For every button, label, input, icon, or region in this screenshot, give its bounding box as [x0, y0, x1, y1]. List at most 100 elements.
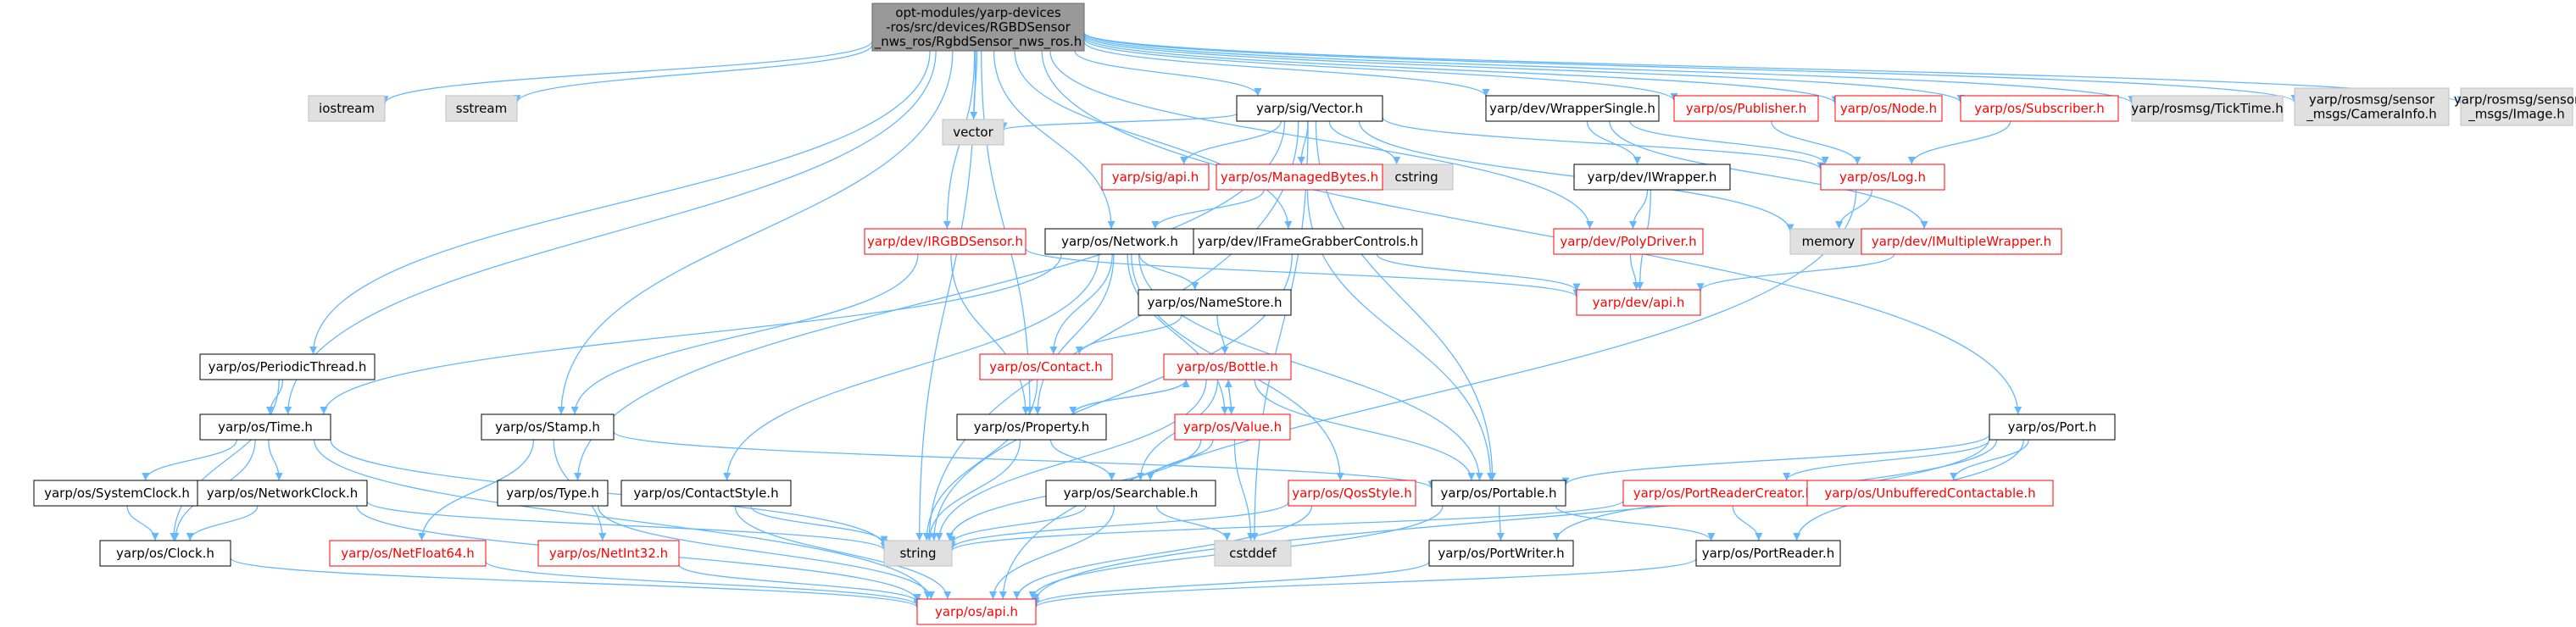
node-box-subscriber [1960, 95, 2119, 122]
edge-root-to-network [993, 50, 1116, 230]
node-box-cstddef [1214, 540, 1292, 567]
edge-root-to-subscriber [1083, 35, 1965, 103]
node-label-camerainfo: _msgs/CameraInfo.h [2306, 106, 2437, 122]
node-log[interactable]: yarp/os/Log.h [1820, 164, 1945, 191]
edge-network-to-contact [1049, 253, 1113, 355]
node-searchable[interactable]: yarp/os/Searchable.h [1045, 480, 1216, 507]
node-time[interactable]: yarp/os/Time.h [199, 413, 331, 441]
node-box-clock [99, 540, 231, 567]
node-netfloat64[interactable]: yarp/os/NetFloat64.h [329, 540, 487, 567]
node-box-iframegrabber [1193, 228, 1423, 255]
node-label-networkclock: yarp/os/NetworkClock.h [207, 486, 359, 501]
node-wrappersingle[interactable]: yarp/dev/WrapperSingle.h [1485, 95, 1660, 122]
node-box-bottle [1163, 353, 1292, 380]
node-polydriver[interactable]: yarp/dev/PolyDriver.h [1553, 228, 1704, 255]
node-sigvector[interactable]: yarp/sig/Vector.h [1236, 95, 1383, 122]
node-portable[interactable]: yarp/os/Portable.h [1431, 480, 1566, 507]
node-unbuffered[interactable]: yarp/os/UnbufferedContactable.h [1806, 480, 2054, 507]
edge-periodicthread-to-clock [170, 379, 280, 541]
edge-namestore-to-contact [1075, 314, 1182, 355]
edge-bottle-to-string [935, 379, 1207, 541]
node-label-managedbytes: yarp/os/ManagedBytes.h [1221, 169, 1378, 185]
edge-iwrapper-to-polydriver [1629, 189, 1649, 230]
node-bottle[interactable]: yarp/os/Bottle.h [1163, 353, 1292, 380]
node-qosstyle[interactable]: yarp/os/QosStyle.h [1288, 480, 1416, 507]
edge-contact-to-string [922, 379, 1038, 541]
node-box-portable [1431, 480, 1566, 507]
node-label-root: opt-modules/yarp-devices [895, 5, 1061, 20]
node-port[interactable]: yarp/os/Port.h [1989, 413, 2116, 441]
node-portreadercreator[interactable]: yarp/os/PortReaderCreator.h [1622, 480, 1824, 507]
node-label-port: yarp/os/Port.h [2008, 419, 2097, 435]
node-box-contactstyle [620, 480, 792, 507]
node-systemclock[interactable]: yarp/os/SystemClock.h [33, 480, 201, 507]
node-box-systemclock [33, 480, 201, 507]
node-netint32[interactable]: yarp/os/NetInt32.h [537, 540, 680, 567]
edge-root-to-polydriver [1049, 50, 1594, 230]
node-box-networkclock [197, 480, 368, 507]
edge-periodicthread-to-time [266, 379, 284, 415]
node-label-systemclock: yarp/os/SystemClock.h [44, 486, 190, 501]
node-subscriber[interactable]: yarp/os/Subscriber.h [1960, 95, 2119, 122]
node-clock[interactable]: yarp/os/Clock.h [99, 540, 231, 567]
node-sigapi[interactable]: yarp/sig/api.h [1101, 164, 1210, 191]
node-image: yarp/rosmsg/sensor_msgs/Image.h [2454, 87, 2576, 126]
edge-value-to-searchable [1146, 439, 1214, 481]
node-type[interactable]: yarp/os/Type.h [497, 480, 609, 507]
node-iwrapper[interactable]: yarp/dev/IWrapper.h [1573, 164, 1731, 191]
edge-network-to-time [320, 253, 1062, 415]
node-label-iostream: iostream [319, 101, 375, 116]
edge-netint32-to-osapi [678, 563, 921, 603]
edge-clock-to-osapi [230, 558, 921, 608]
edge-port-to-portreadercreator [1783, 439, 1990, 481]
edge-root-to-port [1041, 50, 2022, 415]
edge-qosstyle-to-string [948, 502, 1289, 549]
edge-portwriter-to-osapi [1032, 560, 1430, 606]
node-camerainfo: yarp/rosmsg/sensor_msgs/CameraInfo.h [2294, 87, 2450, 126]
node-publisher[interactable]: yarp/os/Publisher.h [1673, 95, 1819, 122]
node-node[interactable]: yarp/os/Node.h [1834, 95, 1943, 122]
edge-irgbdsensor-to-devapi [1025, 247, 1581, 298]
edge-port-to-osapi [1032, 437, 1990, 602]
node-label-log: yarp/os/Log.h [1839, 169, 1926, 185]
edge-sigvector-to-vector [999, 113, 1238, 131]
node-string: string [883, 540, 953, 567]
node-stamp[interactable]: yarp/os/Stamp.h [481, 413, 615, 441]
node-periodicthread[interactable]: yarp/os/PeriodicThread.h [199, 353, 376, 380]
edge-systemclock-to-clock [126, 505, 159, 541]
node-box-port [1989, 413, 2116, 441]
node-imultiplewrapper[interactable]: yarp/dev/IMultipleWrapper.h [1861, 228, 2062, 255]
node-contact[interactable]: yarp/os/Contact.h [979, 353, 1113, 380]
edge-root-to-publisher [1083, 37, 1678, 102]
node-box-polydriver [1553, 228, 1704, 255]
node-network[interactable]: yarp/os/Network.h [1044, 228, 1195, 255]
node-box-iostream [308, 95, 386, 122]
node-portreader[interactable]: yarp/os/PortReader.h [1695, 540, 1841, 567]
edge-root-to-iframegrabber [1014, 50, 1293, 230]
edge-publisher-to-log [1771, 120, 1861, 165]
node-networkclock[interactable]: yarp/os/NetworkClock.h [197, 480, 368, 507]
node-portwriter[interactable]: yarp/os/PortWriter.h [1428, 540, 1574, 567]
node-label-node: yarp/os/Node.h [1840, 101, 1937, 116]
edge-networkclock-to-clock [186, 505, 259, 541]
node-irgbdsensor[interactable]: yarp/dev/IRGBDSensor.h [864, 228, 1027, 255]
node-vector: vector [942, 119, 1004, 146]
edge-network-to-namestore [1138, 253, 1199, 291]
node-contactstyle[interactable]: yarp/os/ContactStyle.h [620, 480, 792, 507]
node-devapi[interactable]: yarp/dev/api.h [1576, 289, 1701, 316]
node-cstddef: cstddef [1214, 540, 1292, 567]
node-value[interactable]: yarp/os/Value.h [1174, 413, 1291, 441]
node-property[interactable]: yarp/os/Property.h [956, 413, 1107, 441]
edge-root-to-iostream [381, 40, 873, 104]
node-managedbytes[interactable]: yarp/os/ManagedBytes.h [1216, 164, 1383, 191]
node-box-irgbdsensor [864, 228, 1027, 255]
node-box-node [1834, 95, 1943, 122]
node-box-camerainfo [2294, 87, 2450, 126]
node-iframegrabber[interactable]: yarp/dev/IFrameGrabberControls.h [1193, 228, 1423, 255]
node-label-netint32: yarp/os/NetInt32.h [549, 546, 668, 561]
node-root[interactable]: opt-modules/yarp-devices-ros/src/devices… [871, 3, 1085, 52]
node-box-sigapi [1101, 164, 1210, 191]
node-namestore[interactable]: yarp/os/NameStore.h [1138, 289, 1292, 316]
node-osapi[interactable]: yarp/os/api.h [916, 598, 1037, 625]
